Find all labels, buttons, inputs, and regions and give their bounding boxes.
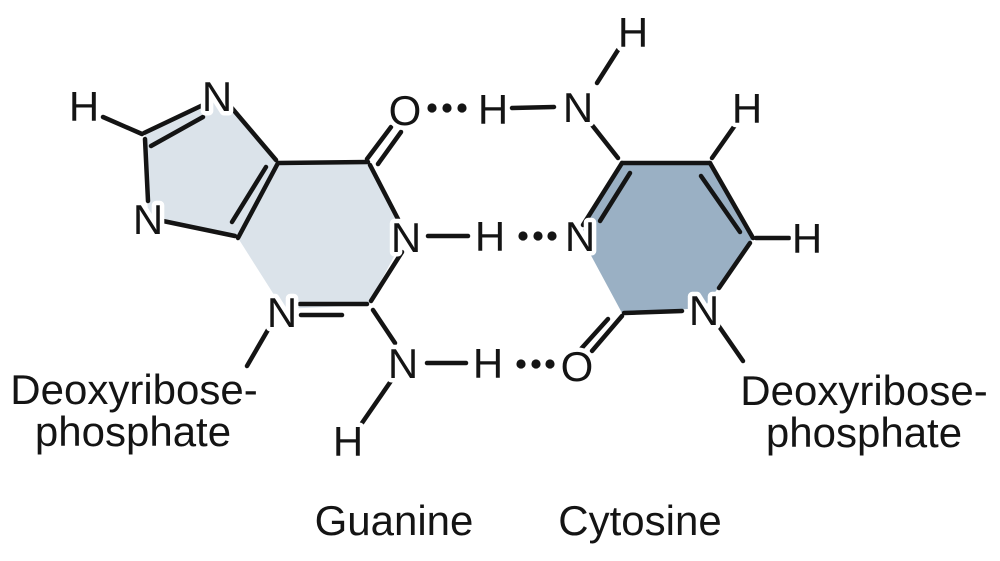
bond-cytosine-n1-sugar — [713, 319, 746, 364]
cytosine-ring-fill — [580, 163, 753, 313]
guanine-n2-hydrogen-bottom-label: H — [333, 418, 363, 465]
right-backbone-label-line2: phosphate — [766, 409, 962, 456]
hbond-dot — [427, 103, 437, 113]
bond-guanine-n9-c4 — [160, 218, 238, 239]
left-backbone-label-line1: Deoxyribose- — [10, 366, 257, 413]
covalent-bonds — [100, 47, 792, 426]
bond-guanine-c5-c4-inner — [229, 164, 269, 225]
ring-fills — [145, 95, 753, 313]
bond-cytosine-c5-c6-edge — [707, 160, 756, 241]
bond-guanine-n1-c2 — [368, 249, 405, 304]
hydrogen-bond-middle-dots — [518, 231, 557, 241]
cytosine-amine-hydrogen-mid-label: H — [478, 86, 508, 133]
left-backbone-label-line2: phosphate — [35, 408, 231, 455]
bond-guanine-c6-o6-b — [375, 129, 404, 167]
hydrogen-bonds — [427, 103, 557, 369]
bond-guanine-n7-c5 — [228, 104, 279, 163]
hbond-dot — [547, 231, 557, 241]
cytosine-n1-label: N — [689, 287, 719, 334]
bond-guanine-c5-c4-edge — [235, 160, 281, 241]
hbond-dot — [545, 359, 555, 369]
hbond-dot — [516, 359, 526, 369]
bond-guanine-c6-o6-a — [364, 124, 394, 162]
cytosine-amine-hydrogen-top-label: H — [618, 9, 648, 56]
guanine-n2-hydrogen-right-label: H — [473, 340, 503, 387]
bond-cytosine-c5-h5 — [709, 118, 741, 161]
bond-cytosine-c4-n3-edge — [580, 160, 625, 228]
atom-labels: H N N O N H N N H H H N H H H N N O — [64, 5, 826, 470]
bond-guanine-c6-n1 — [367, 162, 401, 222]
bond-guanine-n3-sugar — [244, 325, 272, 369]
bond-cytosine-c5-c6-inner — [698, 173, 743, 235]
bond-cytosine-n4-c4 — [589, 122, 621, 161]
guanine-name-label: Guanine — [315, 497, 474, 544]
bond-cytosine-c4-n3-inner — [597, 170, 633, 224]
cytosine-n4-label: N — [563, 84, 593, 131]
captions: Deoxyribose- phosphate Deoxyribose- phos… — [10, 366, 987, 544]
bond-cytosine-c6-n1 — [716, 240, 753, 291]
bond-guanine-c8-n9 — [142, 136, 151, 204]
cytosine-n3-label: N — [565, 213, 595, 260]
bond-guanine-c2-n2 — [370, 307, 398, 346]
bond-guanine-c8-n7-b — [148, 114, 206, 149]
cytosine-c6-hydrogen-label: H — [792, 215, 822, 262]
guanine-n2-label: N — [388, 340, 418, 387]
hbond-dot — [457, 103, 467, 113]
hbond-dot — [533, 231, 543, 241]
hbond-dot — [531, 359, 541, 369]
bond-guanine-h8-c8 — [100, 114, 145, 137]
guanine-n7-label: N — [202, 73, 232, 120]
bond-cytosine-n1-c2 — [621, 308, 685, 316]
guanine-n1-hydrogen-label: H — [475, 213, 505, 260]
hydrogen-bond-top-dots — [427, 103, 467, 113]
hbond-dot — [442, 103, 452, 113]
cytosine-name-label: Cytosine — [558, 497, 721, 544]
guanine-n3-label: N — [267, 289, 297, 336]
guanine-c8-hydrogen-label: H — [69, 83, 99, 130]
bond-cytosine-h42-n4 — [509, 104, 557, 111]
right-backbone-label-line1: Deoxyribose- — [740, 367, 987, 414]
bond-guanine-c5-c6 — [275, 159, 371, 166]
guanine-n9-label: N — [133, 196, 163, 243]
guanine-o6-label: O — [389, 87, 422, 134]
bond-cytosine-c2-o2-b — [577, 316, 611, 353]
bond-cytosine-h41-n4 — [594, 47, 621, 86]
hydrogen-bond-bottom-dots — [516, 359, 555, 369]
bond-cytosine-c2-o2-a — [589, 313, 625, 354]
guanine-n1-label: N — [391, 214, 421, 261]
hbond-dot — [518, 231, 528, 241]
cytosine-c5-hydrogen-label: H — [732, 85, 762, 132]
bond-guanine-c8-n7-a — [141, 102, 206, 136]
guanine-six-membered-ring-fill — [238, 162, 406, 309]
cytosine-o2-label: O — [561, 343, 594, 390]
bond-guanine-n2-h2b — [359, 378, 394, 426]
